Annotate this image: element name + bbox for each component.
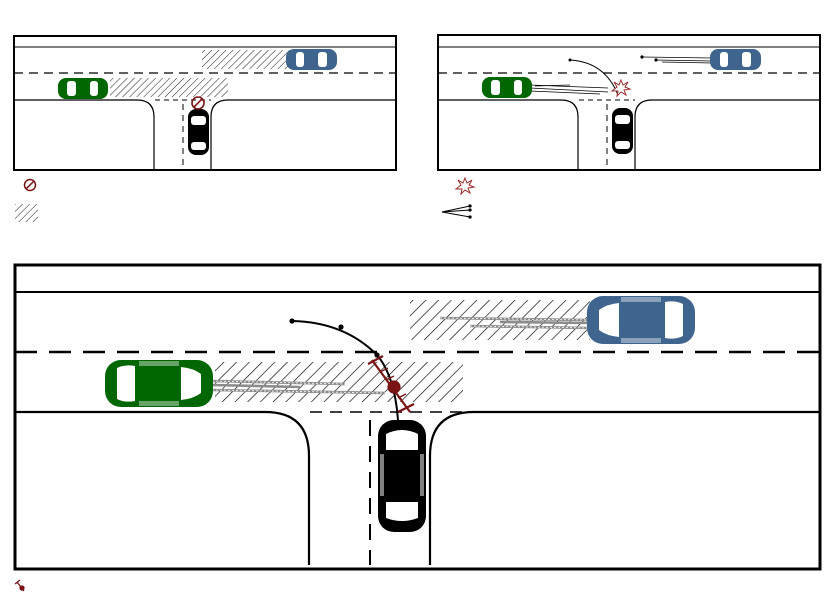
green-car — [58, 78, 108, 99]
hatched-zone — [202, 50, 290, 69]
panel-top-left — [13, 35, 397, 171]
legend — [15, 176, 476, 222]
collision-burst-icon — [454, 176, 476, 196]
collision-burst-icon — [610, 78, 632, 98]
skid-marks — [529, 84, 609, 95]
panel-top-right — [437, 34, 821, 171]
hatched-zone — [110, 78, 228, 97]
impact-point-icon — [14, 579, 25, 592]
blue-car — [587, 296, 695, 344]
trajectory-point — [374, 352, 380, 358]
skid-marks — [640, 55, 713, 64]
no-entry-icon — [191, 96, 205, 110]
black-car — [612, 108, 633, 154]
hatched-zone-icon — [15, 204, 38, 222]
green-car — [482, 77, 532, 98]
black-car — [378, 420, 426, 532]
trajectory-point — [338, 324, 344, 330]
panel-bottom — [13, 263, 822, 571]
skid-marks-icon — [441, 204, 472, 219]
black-car — [188, 109, 209, 155]
impact-point-icon — [367, 355, 415, 413]
blue-car — [286, 49, 337, 70]
blue-car — [710, 49, 761, 70]
green-car — [105, 360, 213, 407]
trajectory-point — [289, 318, 295, 324]
no-entry-icon — [23, 178, 37, 192]
